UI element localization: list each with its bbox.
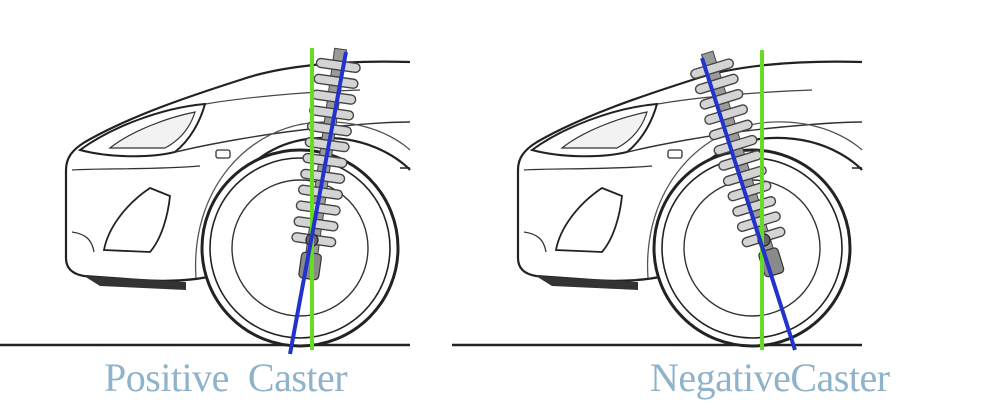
- panel-negative: [450, 45, 864, 351]
- steering-axis-line-right: [700, 57, 797, 351]
- caption-positive-caster: Positive Caster: [104, 355, 348, 400]
- car-front-right: [450, 60, 864, 348]
- panel-positive: [0, 45, 412, 355]
- caption-negative-caster: NegativeCaster: [650, 355, 890, 400]
- steering-axis-line-left: [288, 51, 348, 355]
